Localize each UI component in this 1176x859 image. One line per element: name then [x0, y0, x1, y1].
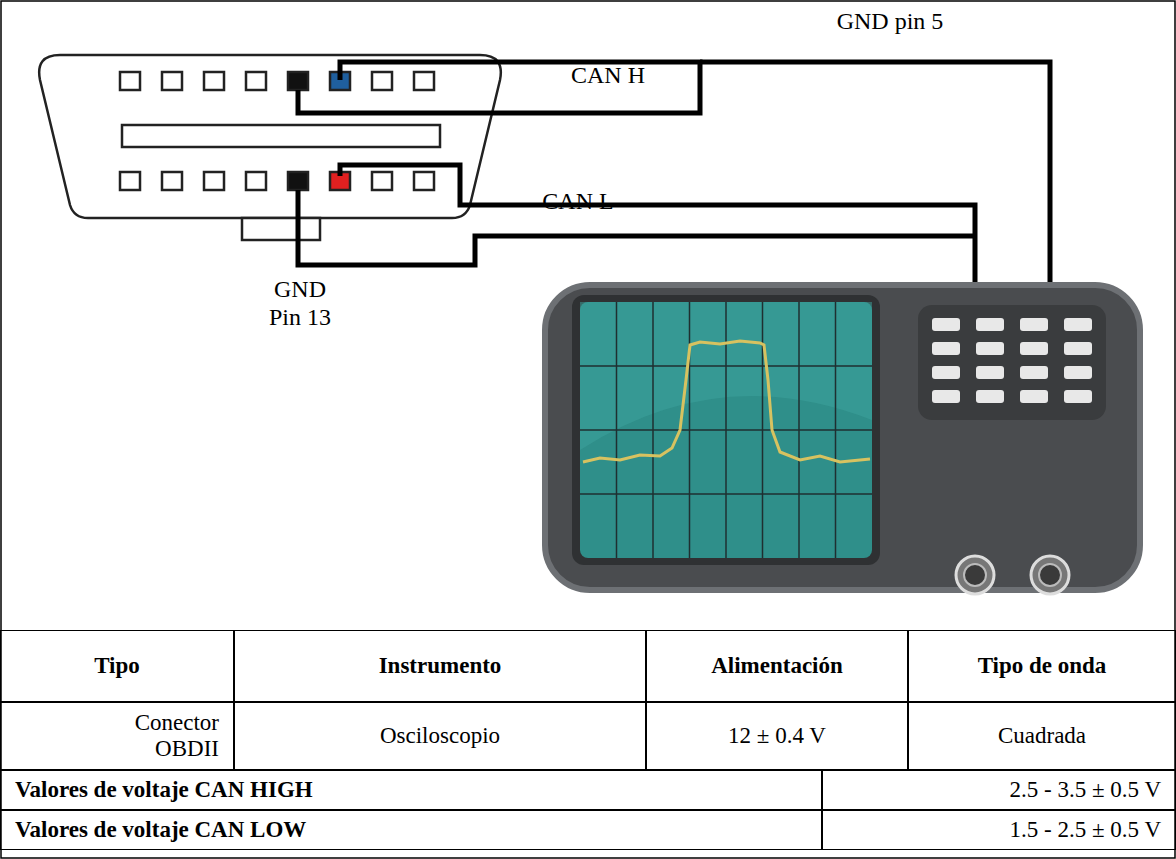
pin	[162, 72, 182, 90]
table-cell: Tipo de onda	[908, 630, 1176, 702]
pin	[288, 72, 308, 90]
table-cell: Conector OBDII	[0, 702, 234, 770]
connector-pins	[120, 72, 434, 190]
cell-text: Alimentación	[711, 653, 843, 679]
signal-label: CAN H	[548, 62, 668, 90]
table-cell: Instrumento	[234, 630, 646, 702]
pin	[372, 72, 392, 90]
connector-tab	[242, 218, 320, 240]
button-panel	[918, 305, 1106, 420]
input-jacks	[956, 556, 1069, 594]
cell-text: Tipo de onda	[978, 653, 1107, 679]
pin	[246, 72, 266, 90]
cell-text: Tipo	[94, 653, 140, 679]
oscilloscope-screen	[580, 302, 872, 558]
pin	[288, 172, 308, 190]
table-cell: 1.5 - 2.5 ± 0.5 V	[822, 810, 1176, 850]
table-cell: Valores de voltaje CAN HIGH	[0, 770, 822, 810]
cell-text: 2.5 - 3.5 ± 0.5 V	[1010, 777, 1161, 803]
signal-label: CAN L	[518, 188, 638, 216]
buttons	[932, 318, 1092, 403]
pin	[204, 72, 224, 90]
obd-connector	[39, 55, 501, 218]
table-cell: Tipo	[0, 630, 234, 702]
pin	[246, 172, 266, 190]
pin	[120, 172, 140, 190]
cell-text: Osciloscopio	[380, 723, 500, 749]
table-cell: Alimentación	[646, 630, 908, 702]
signal-label: GND pin 5	[790, 8, 990, 36]
pin	[414, 72, 434, 90]
cell-text: Cuadrada	[998, 723, 1086, 749]
table-cell: 12 ± 0.4 V	[646, 702, 908, 770]
cell-text: Conector OBDII	[109, 710, 219, 763]
can-h-wire	[298, 62, 700, 113]
pin	[162, 172, 182, 190]
pin	[372, 172, 392, 190]
pin	[414, 172, 434, 190]
cell-text: 12 ± 0.4 V	[728, 723, 826, 749]
table-cell: Cuadrada	[908, 702, 1176, 770]
table-cell: Osciloscopio	[234, 702, 646, 770]
cell-text: Valores de voltaje CAN HIGH	[15, 777, 313, 803]
oscilloscope-body	[545, 285, 1140, 590]
screen-bezel	[572, 295, 880, 565]
cell-text: Instrumento	[379, 653, 502, 679]
cell-text: 1.5 - 2.5 ± 0.5 V	[1010, 817, 1161, 843]
signal-label: GND Pin 13	[265, 276, 335, 331]
table-cell: Valores de voltaje CAN LOW	[0, 810, 822, 850]
pin	[204, 172, 224, 190]
cell-text: Valores de voltaje CAN LOW	[15, 817, 306, 843]
waveform	[583, 341, 870, 462]
table-cell: 2.5 - 3.5 ± 0.5 V	[822, 770, 1176, 810]
connector-bar	[122, 125, 440, 147]
screen-grid	[580, 302, 872, 558]
pin	[120, 72, 140, 90]
gnd-pin13-wire	[298, 190, 975, 265]
